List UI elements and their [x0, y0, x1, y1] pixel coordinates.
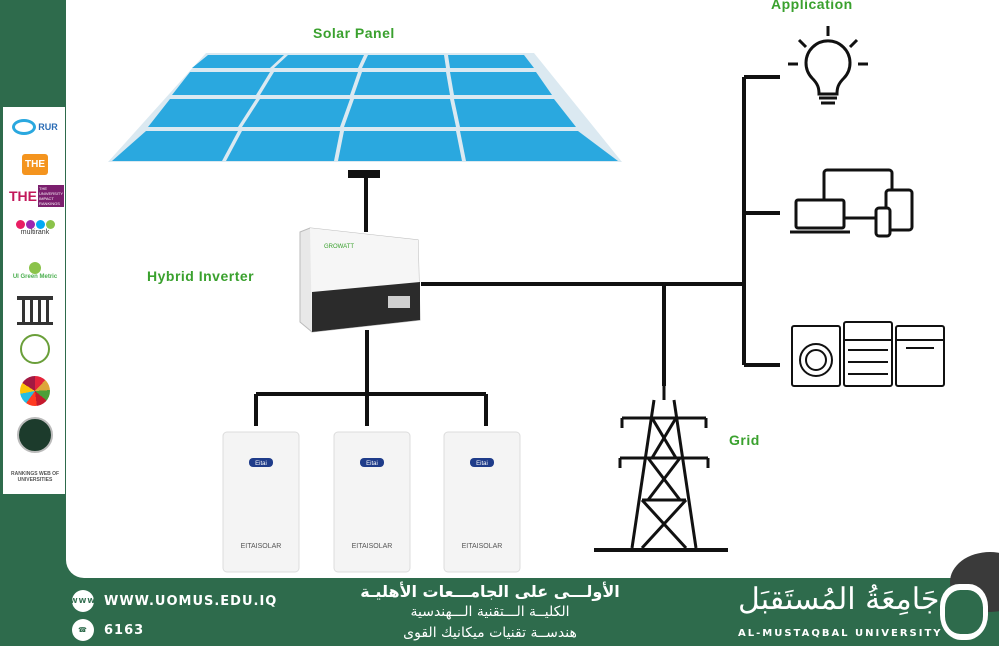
the-logo: THE	[9, 149, 61, 179]
solar-system-diagram: GROWATT Eitai EITAISOLAR Eitai EITAISOLA…	[108, 26, 945, 573]
battery-brand: EITAISOLAR	[241, 543, 282, 550]
appliances-icon	[791, 321, 945, 387]
solar-panel-label: Solar Panel	[313, 25, 395, 41]
panel-cell	[450, 72, 552, 95]
ranking-logos-strip: RUR THE THE THE UNIVERSITY IMPACT RANKIN…	[3, 107, 65, 494]
battery-1: Eitai EITAISOLAR	[222, 431, 300, 573]
battery-logo: Eitai	[255, 461, 267, 467]
panel-cell	[344, 99, 456, 127]
webometrics-logo: RANKINGS WEB OF UNIVERSITIES	[10, 471, 60, 483]
panel-cell	[354, 72, 450, 95]
panel-cell	[148, 99, 256, 127]
light-bulb-icon	[788, 26, 868, 105]
hybrid-inverter: GROWATT	[299, 227, 421, 333]
university-name-arabic: جَامِعَةُ المُستَقبَل	[738, 582, 940, 617]
wiring	[254, 75, 780, 426]
battery-logo: Eitai	[476, 461, 488, 467]
university-name-english: AL-MUSTAQBAL UNIVERSITY	[738, 628, 943, 639]
panel-cell	[112, 131, 238, 161]
grid-tower-icon	[594, 386, 728, 552]
phone-contact[interactable]: ☎ 6163	[72, 619, 144, 641]
panel-cell	[460, 131, 618, 161]
diagram-canvas: GROWATT Eitai EITAISOLAR Eitai EITAISOLA…	[66, 0, 999, 578]
solar-panel	[108, 53, 622, 162]
application-label: Application	[771, 0, 853, 12]
panel-cell	[192, 55, 284, 68]
arabic-line-1: الأولـــى على الجامـــعات الأهليـة	[360, 582, 620, 601]
hybrid-inverter-label: Hybrid Inverter	[147, 268, 255, 284]
globe-icon: WWW	[70, 590, 95, 612]
university-seal-logo	[940, 584, 988, 640]
battery-brand: EITAISOLAR	[352, 543, 393, 550]
sdg-wheel-logo	[9, 373, 61, 409]
battery-brand: EITAISOLAR	[462, 543, 503, 550]
panel-cell	[448, 55, 534, 68]
battery-logo: Eitai	[366, 461, 378, 467]
the-impact-logo: THE THE UNIVERSITY IMPACT RANKINGS	[9, 185, 64, 207]
arabic-line-3: هندســة تقنيات ميكانيك القوى	[403, 625, 577, 641]
multirank-logo: multirank	[9, 213, 61, 243]
grid-label: Grid	[729, 432, 760, 448]
devices-icon	[790, 168, 914, 238]
phone-icon: ☎	[72, 619, 94, 641]
ui-green-metric-logo: UI Green Metric	[9, 253, 61, 289]
arabic-line-2: الكليــة الـــتقنية الـــهندسية	[410, 604, 570, 620]
phone-text: 6163	[104, 622, 145, 638]
panel-cell	[242, 99, 350, 127]
website-contact[interactable]: WWW WWW.UOMUS.EDU.IQ	[70, 590, 278, 612]
panel-cell	[260, 72, 358, 95]
rur-logo: RUR	[9, 113, 61, 141]
panel-cell	[338, 131, 462, 161]
panel-cell	[274, 55, 364, 68]
battery-3: Eitai EITAISOLAR	[443, 431, 521, 573]
inverter-brand: GROWATT	[324, 244, 354, 250]
panel-cell	[172, 72, 270, 95]
website-text: WWW.UOMUS.EDU.IQ	[104, 593, 278, 609]
panel-cell	[454, 99, 576, 127]
arab-engineers-logo	[9, 415, 61, 455]
panel-cell	[226, 131, 340, 161]
university-building-icon	[9, 295, 61, 325]
arab-universities-logo	[9, 333, 61, 365]
battery-2: Eitai EITAISOLAR	[333, 431, 411, 573]
panel-cell	[362, 55, 446, 68]
